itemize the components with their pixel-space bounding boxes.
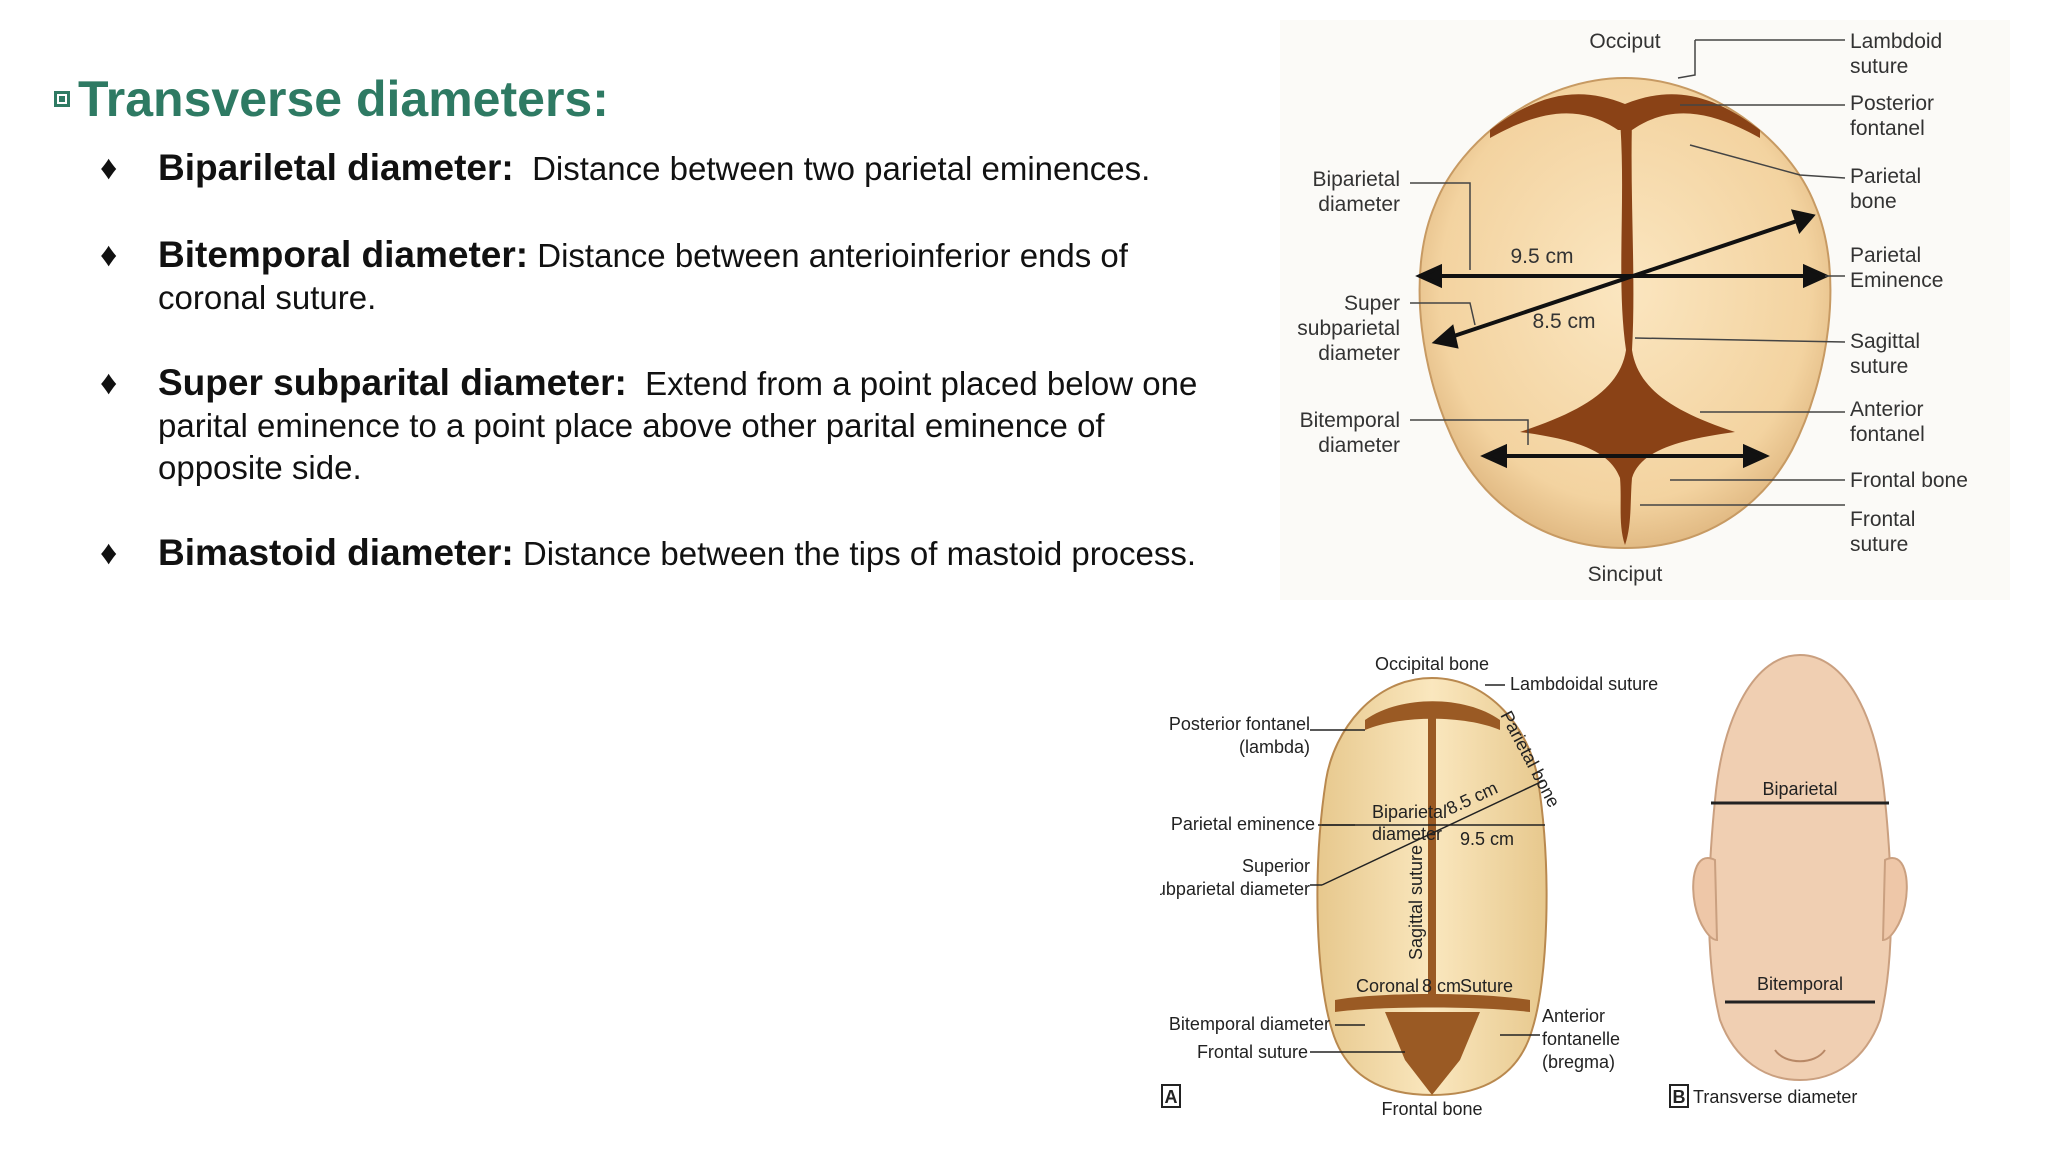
label-anterior-2: fontanelle: [1542, 1029, 1620, 1049]
bullet-term: Bipariletal diameter:: [158, 147, 514, 188]
bullet-desc: Distance between two parietal eminences.: [532, 150, 1151, 187]
label-bitemporal-1: Bitemporal: [1300, 409, 1400, 432]
label-posterior-fontanel-1: Posterior fontanel: [1169, 714, 1310, 734]
label-frontal-suture-2: suture: [1850, 533, 1908, 556]
slide-title: Transverse diameters:: [54, 70, 609, 128]
bitemporal-arrow: [1480, 443, 1770, 469]
diamond-bullet-icon: ♦: [100, 364, 118, 402]
label-suture: Suture: [1460, 976, 1513, 996]
label-occipital-bone: Occipital bone: [1375, 654, 1489, 674]
label-frontal-suture-1: Frontal: [1850, 508, 1915, 531]
label-post-fontanel-1: Posterior: [1850, 92, 1934, 115]
label-anterior-3: (bregma): [1542, 1052, 1615, 1072]
skull-a-coronal: [1335, 994, 1530, 1012]
diamond-bullet-icon: ♦: [100, 236, 118, 274]
label-posterior-fontanel-2: (lambda): [1239, 737, 1310, 757]
bullet-term: Bitemporal diameter:: [158, 234, 529, 275]
skull-top-view-figure: Occiput Sinciput 9.5 cm 8.5 cm Biparieta…: [1280, 20, 2010, 600]
skull-figure-b: Biparietal Bitemporal Transverse diamete…: [1669, 653, 1908, 1108]
panel-letter-a: A: [1165, 1087, 1178, 1107]
label-sinciput: Sinciput: [1588, 563, 1663, 586]
panel-letter-box-b: [1669, 1084, 1689, 1108]
label-super-2: subparietal: [1297, 317, 1400, 340]
label-b-biparietal: Biparietal: [1762, 779, 1837, 799]
bullet-biparietal: ♦ Bipariletal diameter: Distance between…: [100, 147, 1220, 190]
bullet-bitemporal: ♦ Bitemporal diameter: Distance between …: [100, 234, 1220, 319]
diamond-bullet-icon: ♦: [100, 534, 118, 572]
label-frontal-bone: Frontal bone: [1381, 1099, 1482, 1119]
label-lambdoid-1: Lambdoid: [1850, 30, 1942, 53]
label-biparietal-1: Biparietal: [1372, 802, 1447, 822]
panel-letter-b: B: [1673, 1087, 1686, 1107]
biparietal-arrow: [1415, 263, 1830, 289]
diamond-bullet-icon: ♦: [100, 149, 118, 187]
label-frontal-bone: Frontal bone: [1850, 469, 1968, 492]
label-lambdoidal-suture: Lambdoidal suture: [1510, 674, 1658, 694]
panel-letter-box-a: [1161, 1084, 1181, 1108]
head-b-outline: [1707, 653, 1893, 1082]
label-superior-2: subparietal diameter: [1160, 879, 1310, 899]
skull-a-sagittal: [1428, 710, 1436, 1000]
label-parietal-eminence-1: Parietal: [1850, 244, 1921, 267]
label-super-1: Super: [1344, 292, 1400, 315]
label-superior-1: Superior: [1242, 856, 1310, 876]
label-anterior-fontanel-1: Anterior: [1850, 398, 1924, 421]
label-sagittal-1: Sagittal: [1850, 330, 1920, 353]
super-subparietal-arrow: [1431, 209, 1816, 349]
bullet-bimastoid: ♦ Bimastoid diameter: Distance between t…: [100, 532, 1220, 575]
label-parietal-eminence-2: Eminence: [1850, 269, 1943, 292]
label-bitemporal-diameter: Bitemporal diameter: [1169, 1014, 1330, 1034]
label-frontal-suture: Frontal suture: [1197, 1042, 1308, 1062]
bullet-desc: Distance between anterioinferior ends of…: [158, 237, 1128, 316]
bullet-super-subparietal: ♦ Super subparital diameter: Extend from…: [100, 362, 1220, 489]
label-parietal-bone-1: Parietal: [1850, 165, 1921, 188]
square-bullet-icon: [54, 91, 70, 107]
bullet-desc: Extend from a point placed below one par…: [158, 365, 1198, 486]
skull-a-anterior-fontanel: [1385, 1012, 1480, 1095]
label-biparietal-2: diameter: [1318, 193, 1400, 216]
label-sagittal-suture: Sagittal suture: [1406, 845, 1426, 960]
bullet-desc: Distance between the tips of mastoid pro…: [522, 535, 1197, 572]
label-lambdoid-2: suture: [1850, 55, 1908, 78]
skull-figure-a: Occipital bone Lambdoidal suture Parieta…: [1160, 654, 1658, 1119]
label-sagittal-2: suture: [1850, 355, 1908, 378]
label-bitemporal-2: diameter: [1318, 434, 1400, 457]
label-b-bitemporal: Bitemporal: [1757, 974, 1843, 994]
label-9-5cm: 9.5 cm: [1510, 245, 1573, 268]
label-anterior-1: Anterior: [1542, 1006, 1605, 1026]
nose-area: [1774, 1049, 1826, 1063]
label-parietal-eminence: Parietal eminence: [1171, 814, 1315, 834]
bullet-term: Bimastoid diameter:: [158, 532, 514, 573]
label-biparietal-1: Biparietal: [1312, 168, 1400, 191]
right-ear: [1881, 857, 1908, 942]
label-post-fontanel-2: fontanel: [1850, 117, 1925, 140]
label-8cm: 8 cm: [1422, 976, 1461, 996]
skull-a-lines: [1310, 684, 1546, 1053]
label-anterior-fontanel-2: fontanel: [1850, 423, 1925, 446]
label-8-5cm: 8.5 cm: [1532, 310, 1595, 333]
label-parietal-bone-2: bone: [1850, 190, 1897, 213]
anterior-fontanel: [1520, 350, 1735, 545]
label-biparietal-2: diameter: [1372, 824, 1442, 844]
label-9-5cm: 9.5 cm: [1460, 829, 1514, 849]
label-super-3: diameter: [1318, 342, 1400, 365]
slide-title-text: Transverse diameters:: [78, 71, 609, 127]
bullet-term: Super subparital diameter:: [158, 362, 627, 403]
left-ear: [1692, 857, 1719, 942]
sagittal-suture: [1620, 120, 1634, 350]
label-b-caption: Transverse diameter: [1693, 1087, 1857, 1107]
leader-lines: [1410, 39, 1846, 506]
label-coronal: Coronal: [1356, 976, 1419, 996]
label-occiput: Occiput: [1589, 30, 1660, 53]
